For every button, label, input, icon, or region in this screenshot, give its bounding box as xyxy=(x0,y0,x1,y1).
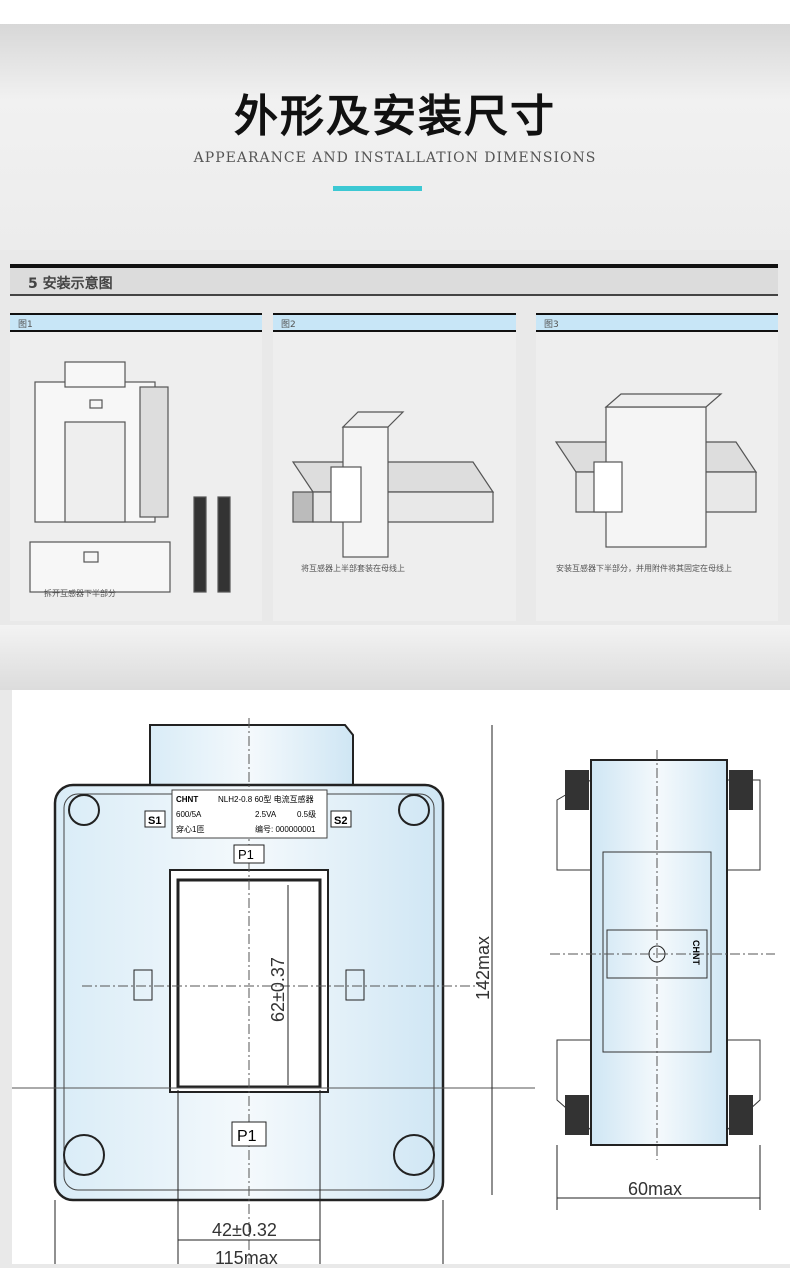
figure-caption: 安装互感器下半部分，并用附件将其固定在母线上 xyxy=(556,564,732,573)
terminal-p1-bottom: P1 xyxy=(237,1128,257,1145)
section-header: 5 安装示意图 xyxy=(10,264,778,296)
accuracy-label: 0.5级 xyxy=(297,809,316,819)
figure-panel-1: 图1 拆开互感器下半部分 xyxy=(10,313,262,621)
model-label: NLH2-0.8 60型 电流互感器 xyxy=(218,794,314,804)
front-view-drawing: CHNT NLH2-0.8 60型 电流互感器 600/5A 2.5VA 0.5… xyxy=(12,690,535,1268)
figure-label: 图2 xyxy=(273,313,516,332)
front-view-svg: CHNT NLH2-0.8 60型 电流互感器 600/5A 2.5VA 0.5… xyxy=(12,718,535,1268)
serial-label: 编号: 000000001 xyxy=(255,824,316,834)
divider-band xyxy=(0,625,790,690)
figure-2-illustration xyxy=(291,411,495,558)
dim-overall-width: 115max xyxy=(215,1248,278,1264)
figure-label: 图1 xyxy=(10,313,262,332)
terminal-s2: S2 xyxy=(334,815,347,827)
page-subtitle: APPEARANCE AND INSTALLATION DIMENSIONS xyxy=(193,150,597,166)
dim-window-width: 42±0.32 xyxy=(212,1220,277,1240)
side-view-svg: CHNT 60max xyxy=(550,750,775,1210)
accent-bar xyxy=(333,186,422,191)
top-strip xyxy=(0,0,790,24)
page-title: 外形及安装尺寸 xyxy=(234,91,556,142)
brand-label: CHNT xyxy=(176,795,198,804)
figure-3-illustration xyxy=(554,393,758,548)
figure-1-illustration xyxy=(29,361,231,593)
dim-window-height: 62±0.37 xyxy=(268,957,288,1022)
dim-depth: 60max xyxy=(628,1179,682,1199)
dim-overall-height: 142max xyxy=(473,936,493,1000)
figure-panel-3: 图3 安装互感器下半部分，并用附件将其固定在母线上 xyxy=(536,313,778,621)
figure-panel-2: 图2 将互感器上半部套装在母线上 xyxy=(273,313,516,621)
figure-label: 图3 xyxy=(536,313,778,332)
burden-label: 2.5VA xyxy=(255,810,277,819)
figure-caption: 将互感器上半部套装在母线上 xyxy=(301,564,405,573)
side-view-drawing: CHNT 60max xyxy=(535,690,790,1264)
side-brand-label: CHNT xyxy=(691,940,701,965)
header-banner xyxy=(0,0,790,250)
turns-label: 穿心1匝 xyxy=(176,824,204,834)
terminal-p1-top: P1 xyxy=(238,847,254,862)
ratio-label: 600/5A xyxy=(176,810,202,819)
terminal-s1: S1 xyxy=(148,815,161,827)
figure-caption: 拆开互感器下半部分 xyxy=(44,589,116,598)
